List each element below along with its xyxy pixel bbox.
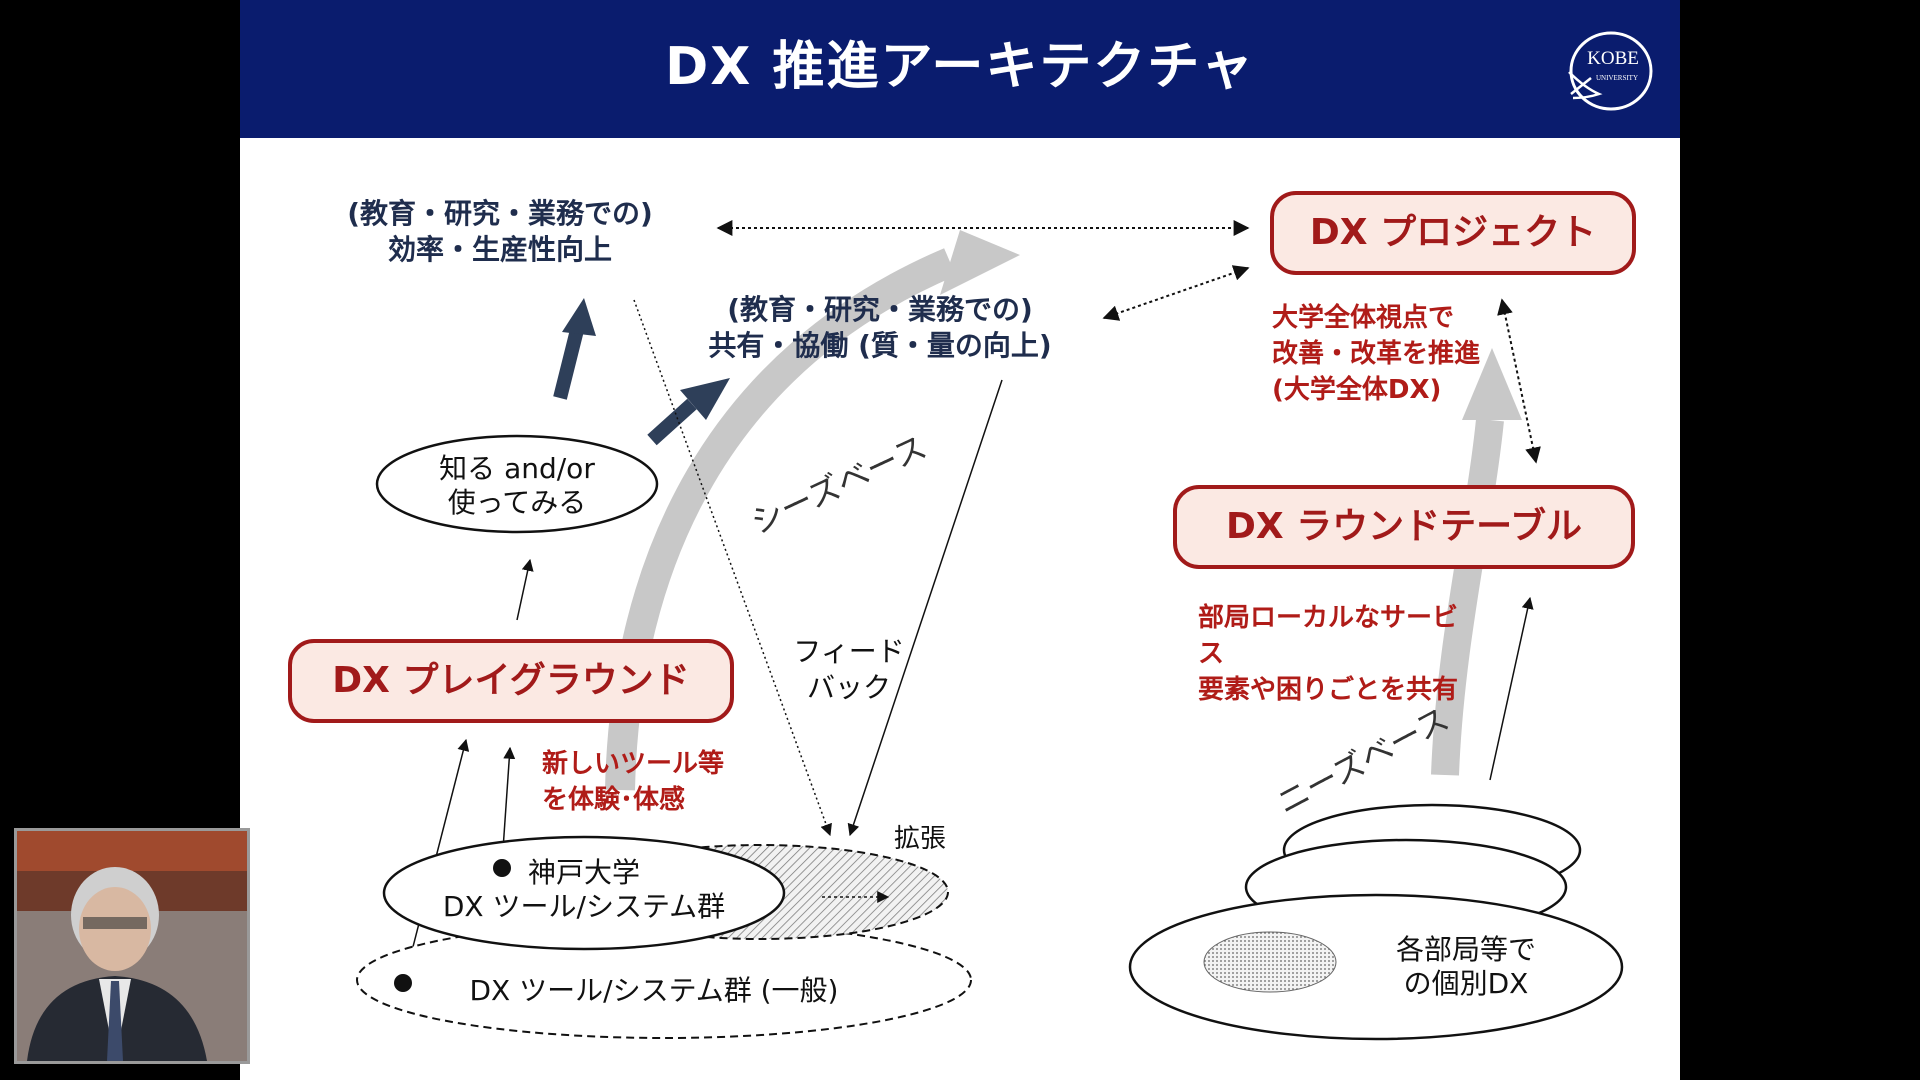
slide: DX 推進アーキテクチャ KOBE UNIVERSITY (240, 0, 1680, 1080)
speaker-video-icon (14, 828, 250, 1064)
roundtable-label: DX ラウンドテーブル (1175, 487, 1633, 567)
efficiency-text: (教育・研究・業務での)効率・生産性向上 (320, 196, 680, 268)
playground-label: DX プレイグラウンド (290, 641, 732, 721)
local-services-text: 部局ローカルなサービス要素や困りごとを共有 (1198, 600, 1498, 708)
general-tools-text: DX ツール/システム群 (一般) (424, 974, 884, 1008)
project-label: DX プロジェクト (1272, 193, 1634, 273)
sharing-project-link (1104, 268, 1248, 318)
feedback-text: フィードバック (784, 634, 914, 706)
playground-to-know-arrow (517, 560, 530, 620)
individual-dx-text: 各部局等での個別DX (1366, 933, 1566, 1001)
dept-dotted-ellipse (1204, 932, 1336, 992)
new-tools-text: 新しいツール等を体験･体感 (542, 746, 782, 818)
whole-univ-text: 大学全体視点で改善・改革を推進(大学全体DX) (1272, 300, 1532, 408)
expand-text: 拡張 (880, 822, 960, 856)
dark-arrow-up (560, 298, 596, 398)
sharing-text: (教育・研究・業務での)共有・協働 (質・量の向上) (660, 292, 1100, 364)
